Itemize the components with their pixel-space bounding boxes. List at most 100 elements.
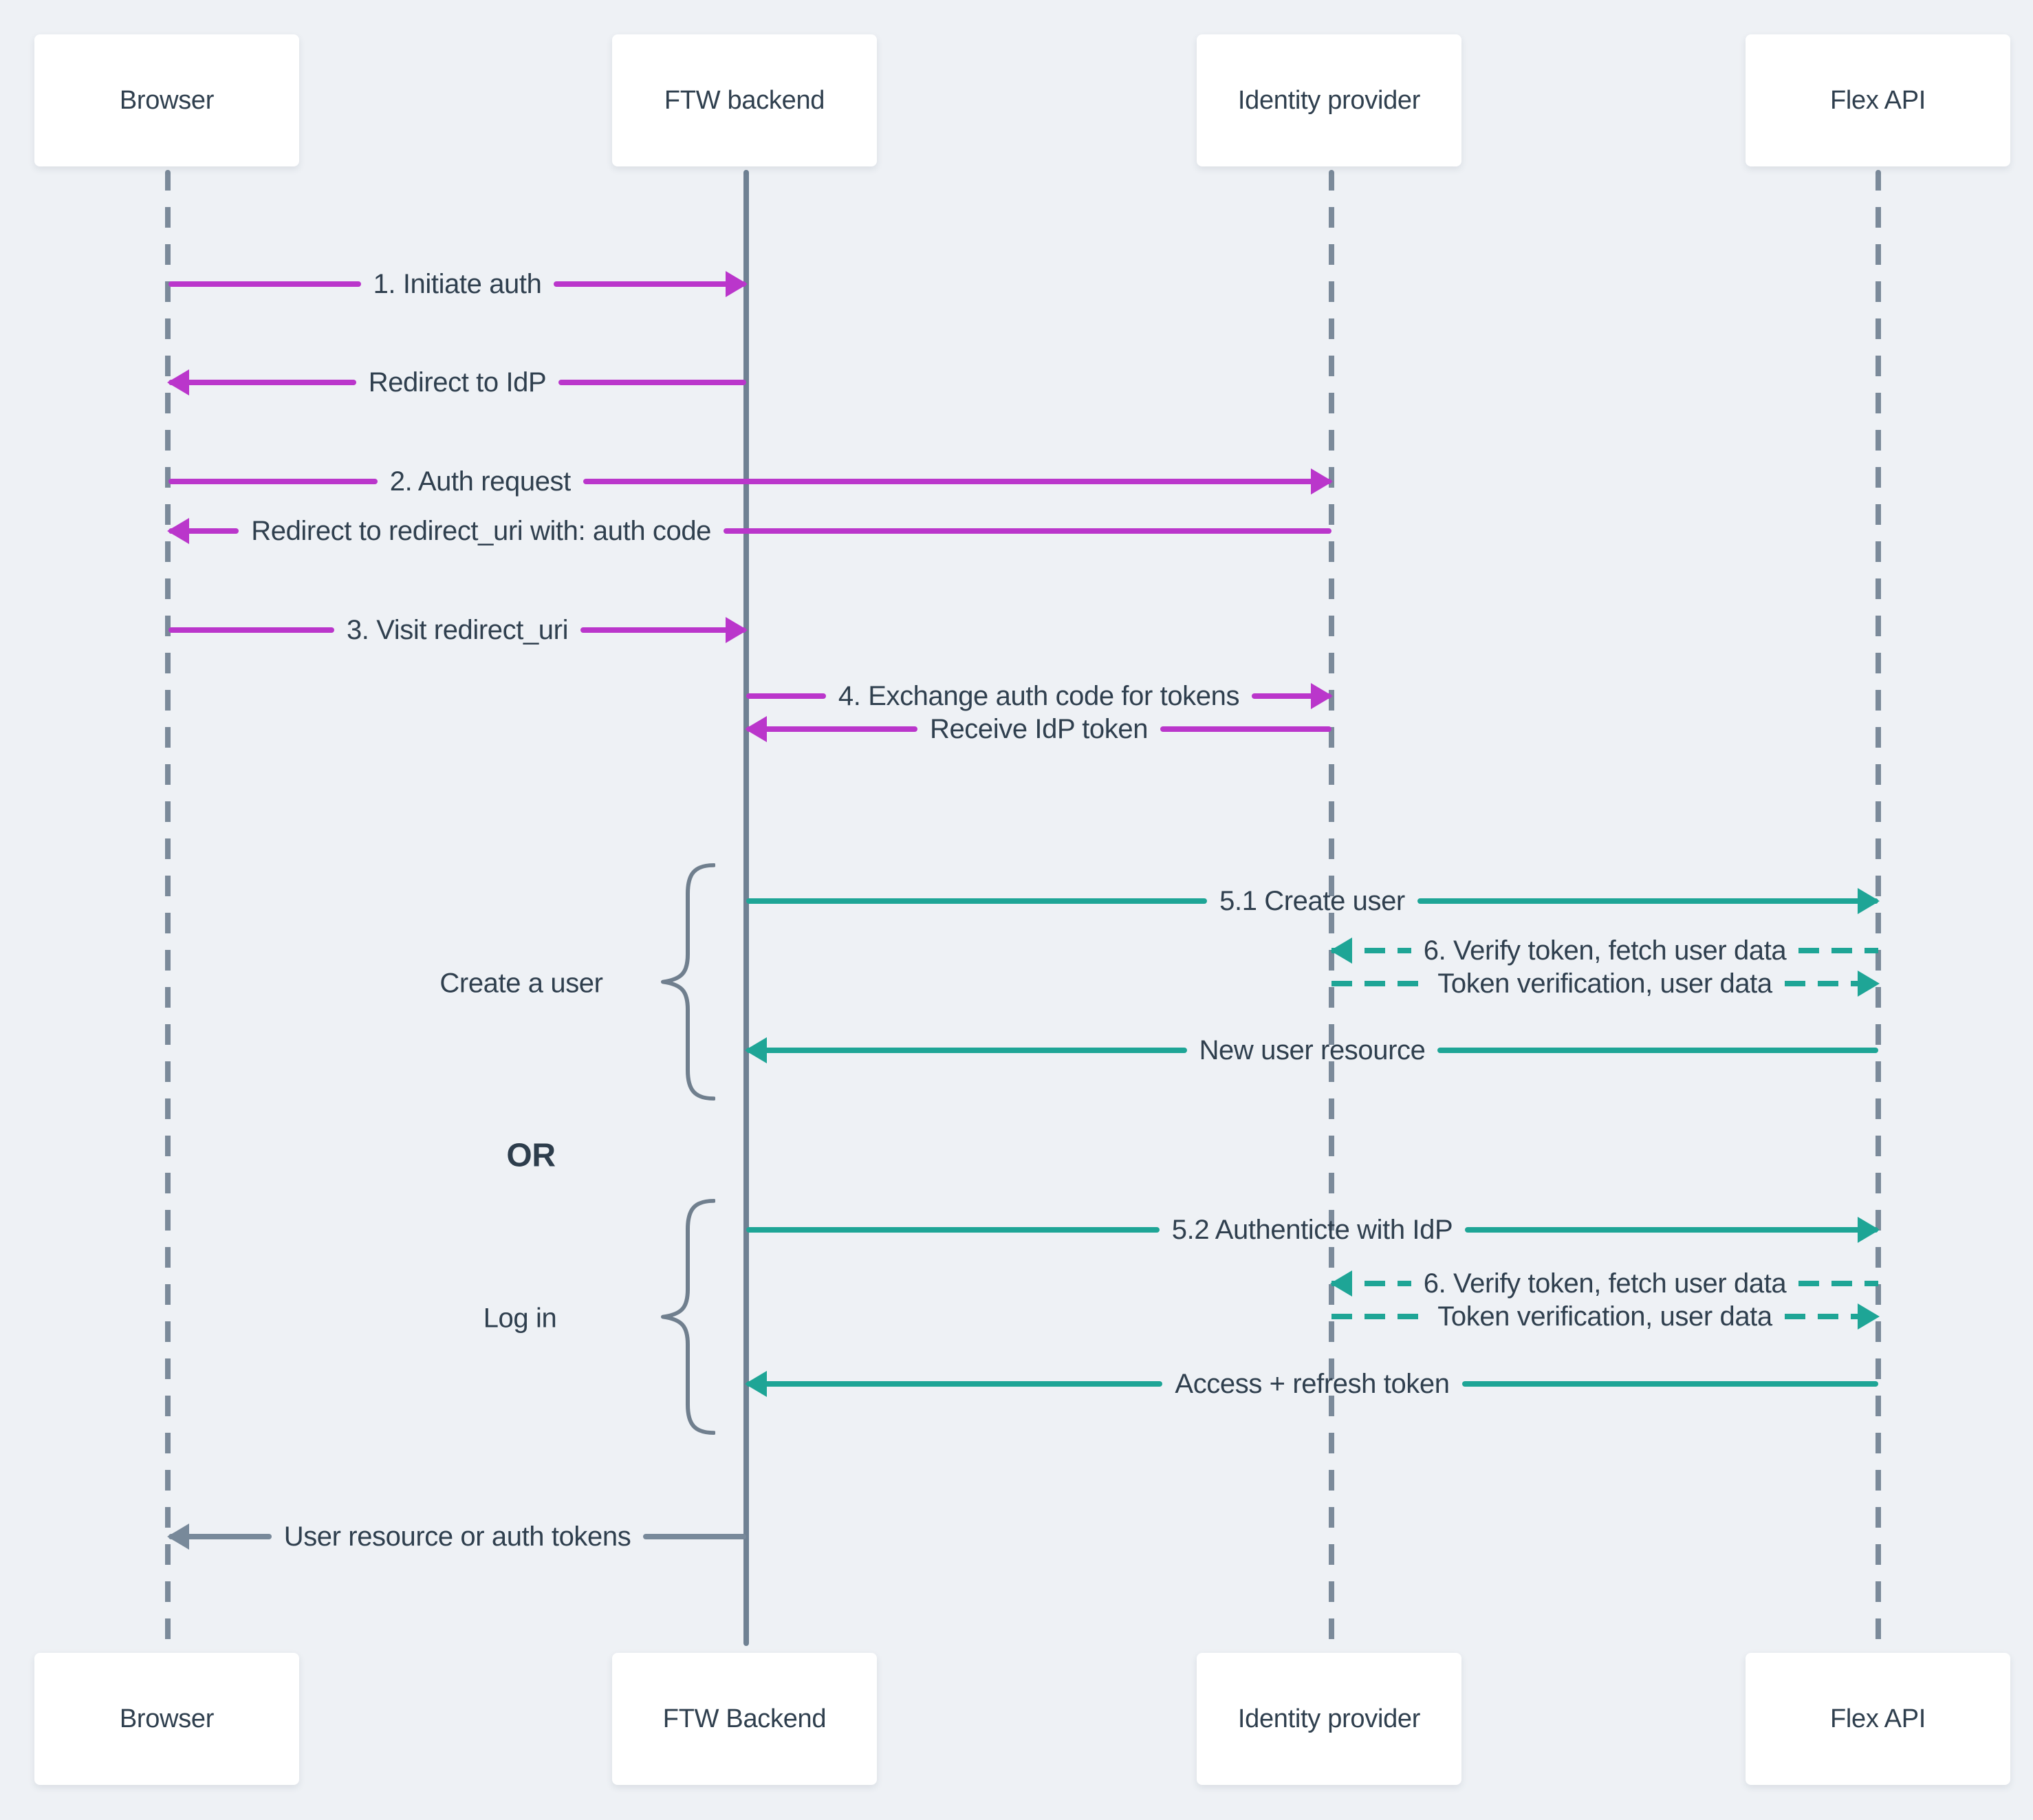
actor-box-bottom-browser: Browser	[34, 1653, 299, 1785]
arrow-line	[1331, 948, 1411, 953]
arrow-line	[583, 479, 1331, 484]
arrowhead-right-icon	[726, 271, 748, 297]
actor-label: Identity provider	[1237, 85, 1421, 115]
actor-box-top-ftw-backend: FTW backend	[612, 34, 877, 166]
log-in-label: Log in	[483, 1303, 557, 1334]
arrowhead-left-icon	[1330, 1270, 1352, 1297]
message-user-resource-or-tokens: User resource or auth tokens	[167, 1521, 747, 1552]
message-visit-redirect-uri: 3. Visit redirect_uri	[168, 614, 748, 645]
arrow-line	[168, 380, 356, 385]
arrow-line	[1465, 1227, 1879, 1233]
arrow-line	[1252, 693, 1332, 699]
actor-label: Browser	[119, 1704, 215, 1733]
create-user-brace	[653, 863, 715, 1101]
actor-box-bottom-flex-api: Flex API	[1746, 1653, 2010, 1785]
arrowhead-right-icon	[1858, 1217, 1880, 1243]
message-new-user-resource: New user resource	[745, 1034, 1879, 1065]
arrow-line	[168, 281, 361, 287]
arrow-line	[554, 281, 747, 287]
message-exchange-auth-code: 4. Exchange auth code for tokens	[746, 680, 1333, 711]
message-label: Redirect to redirect_uri with: auth code	[251, 515, 712, 546]
arrow-line	[746, 1381, 1163, 1387]
arrow-line	[746, 898, 1208, 904]
arrow-line	[643, 1534, 747, 1539]
message-label: 5.1 Create user	[1219, 885, 1405, 916]
arrow-line	[168, 1534, 272, 1539]
message-token-verification-1: Token verification, user data	[1331, 968, 1880, 999]
arrow-line	[1160, 726, 1332, 732]
message-receive-idp-token: Receive IdP token	[745, 713, 1332, 744]
arrow-line	[1784, 1314, 1879, 1319]
arrow-line	[1437, 1048, 1879, 1053]
message-token-verification-2: Token verification, user data	[1331, 1301, 1880, 1332]
arrow-line	[168, 528, 239, 534]
message-label: User resource or auth tokens	[283, 1521, 631, 1552]
arrowhead-left-icon	[745, 1371, 767, 1397]
message-label: 3. Visit redirect_uri	[346, 614, 569, 645]
arrow-line	[746, 1227, 1160, 1233]
message-verify-token-2: 6. Verify token, fetch user data	[1330, 1268, 1879, 1299]
arrowhead-left-icon	[745, 716, 767, 742]
arrow-line	[1461, 1381, 1879, 1387]
actor-box-bottom-identity-provider: Identity provider	[1197, 1653, 1461, 1785]
actor-label: FTW Backend	[662, 1704, 827, 1733]
arrowhead-right-icon	[1311, 468, 1333, 495]
arrow-line	[168, 479, 378, 484]
message-label: Redirect to IdP	[368, 367, 547, 398]
message-access-refresh-token: Access + refresh token	[745, 1368, 1879, 1399]
message-label: 2. Auth request	[389, 466, 571, 497]
lifeline-browser	[165, 170, 171, 1646]
actor-label: Flex API	[1829, 85, 1926, 115]
message-auth-request: 2. Auth request	[168, 466, 1333, 497]
create-user-label: Create a user	[439, 968, 603, 999]
actor-label: Identity provider	[1237, 1704, 1421, 1733]
arrow-line	[1331, 1314, 1426, 1319]
actor-label: Browser	[119, 85, 215, 115]
arrowhead-right-icon	[1858, 971, 1880, 997]
message-redirect-to-idp: Redirect to IdP	[167, 367, 747, 398]
actor-box-top-browser: Browser	[34, 34, 299, 166]
message-label: 6. Verify token, fetch user data	[1423, 935, 1787, 966]
message-authenticate-with-idp: 5.2 Authenticte with IdP	[746, 1214, 1880, 1245]
arrow-line	[1798, 948, 1879, 953]
arrow-line	[1417, 898, 1878, 904]
arrowhead-right-icon	[1858, 888, 1880, 914]
or-label: OR	[506, 1137, 556, 1174]
actor-box-bottom-ftw-backend: FTW Backend	[612, 1653, 877, 1785]
arrow-line	[746, 693, 826, 699]
lifeline-ftw-backend	[743, 170, 749, 1646]
arrow-line	[746, 1048, 1187, 1053]
message-label: Receive IdP token	[929, 713, 1149, 744]
message-initiate-auth: 1. Initiate auth	[168, 268, 748, 299]
arrowhead-right-icon	[726, 617, 748, 643]
arrowhead-left-icon	[167, 1524, 189, 1550]
message-label: Access + refresh token	[1175, 1368, 1450, 1399]
arrow-line	[1331, 1281, 1411, 1286]
message-label: 1. Initiate auth	[373, 268, 542, 299]
message-label: 4. Exchange auth code for tokens	[838, 680, 1240, 711]
arrowhead-left-icon	[1330, 938, 1352, 964]
message-label: 5.2 Authenticte with IdP	[1171, 1214, 1453, 1245]
arrow-line	[1331, 981, 1426, 986]
arrow-line	[558, 380, 747, 385]
arrow-line	[168, 627, 334, 633]
actor-box-top-flex-api: Flex API	[1746, 34, 2010, 166]
message-label: New user resource	[1199, 1034, 1426, 1065]
message-label: Token verification, user data	[1437, 1301, 1772, 1332]
arrow-line	[746, 726, 917, 732]
message-label: 6. Verify token, fetch user data	[1423, 1268, 1787, 1299]
arrowhead-right-icon	[1858, 1303, 1880, 1330]
log-in-brace	[653, 1199, 715, 1435]
actor-box-top-identity-provider: Identity provider	[1197, 34, 1461, 166]
arrow-line	[1798, 1281, 1879, 1286]
message-create-user: 5.1 Create user	[746, 885, 1880, 916]
message-label: Token verification, user data	[1437, 968, 1772, 999]
arrowhead-left-icon	[745, 1037, 767, 1063]
arrow-line	[724, 528, 1331, 534]
arrow-line	[1784, 981, 1879, 986]
message-redirect-with-auth-code: Redirect to redirect_uri with: auth code	[167, 515, 1331, 546]
message-verify-token-1: 6. Verify token, fetch user data	[1330, 935, 1879, 966]
actor-label: FTW backend	[664, 85, 825, 115]
actor-label: Flex API	[1829, 1704, 1926, 1733]
